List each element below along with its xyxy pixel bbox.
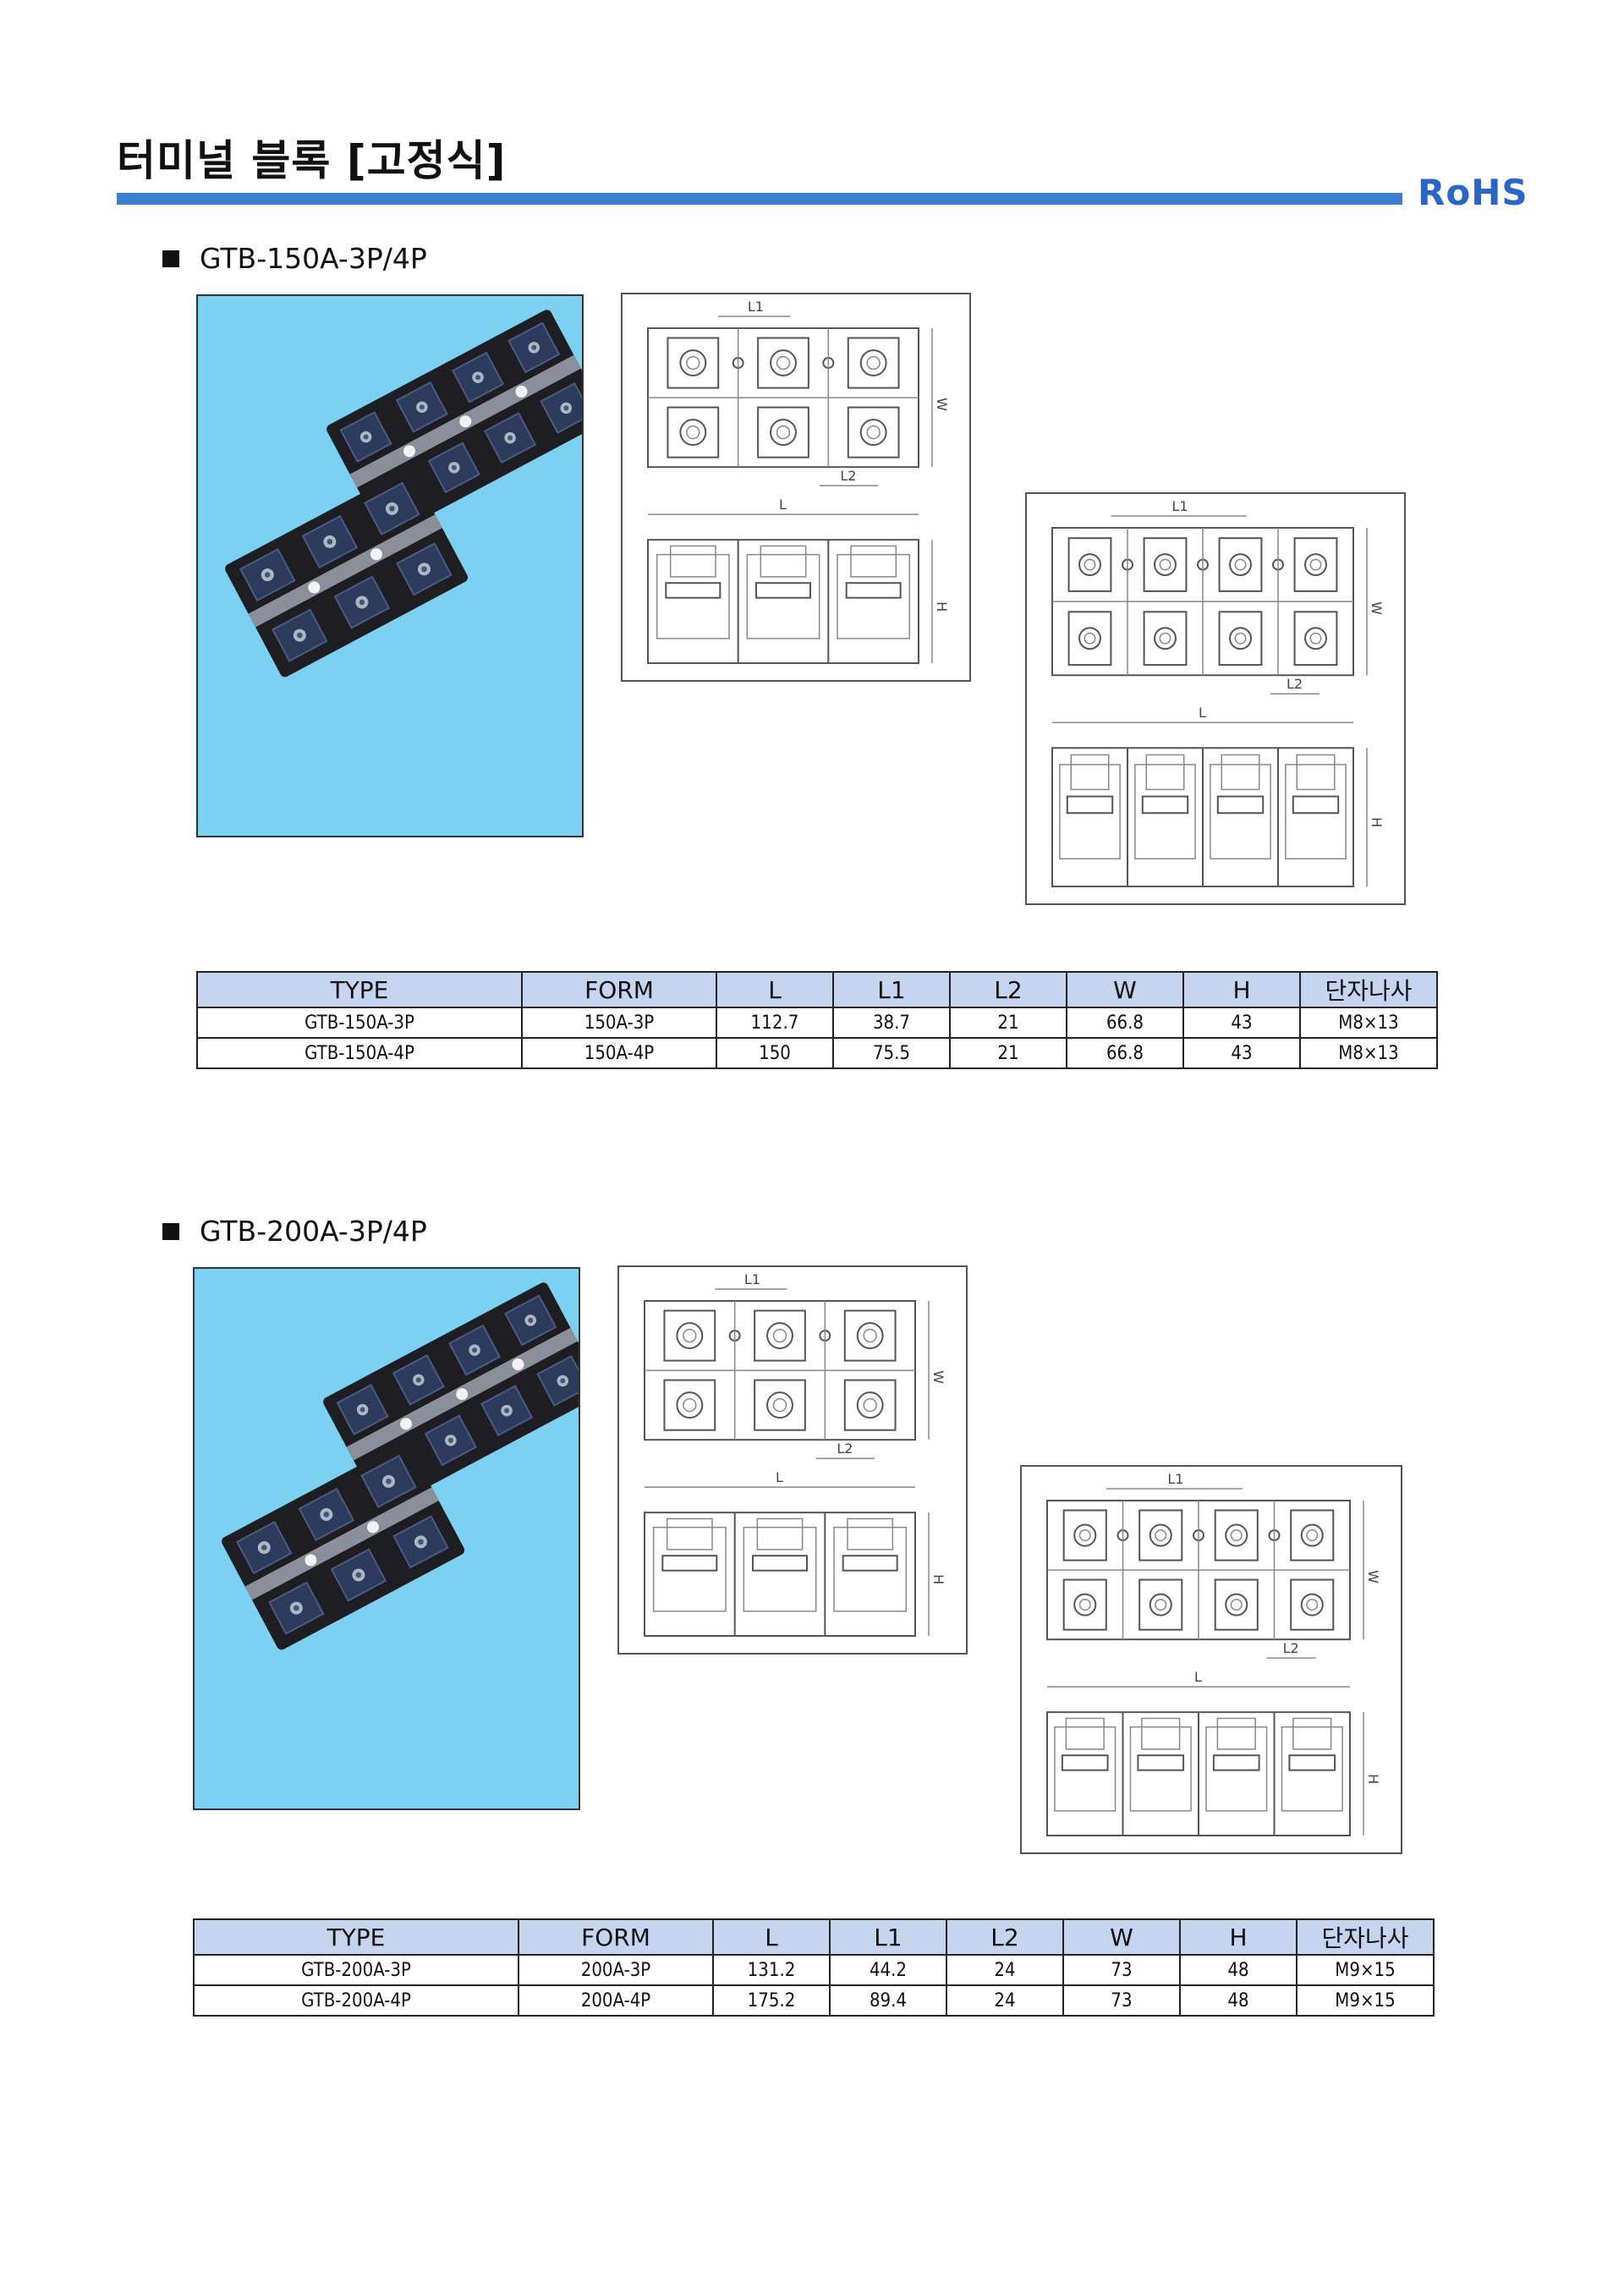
table-cell: GTB-150A-3P: [196, 1007, 523, 1039]
table-cell: M9×15: [1296, 1984, 1435, 2017]
section-heading-label: GTB-150A-3P/4P: [200, 242, 427, 275]
table-cell: GTB-200A-3P: [193, 1954, 519, 1986]
table-row: GTB-150A-4P 150A-4P 150 75.5 21 66.8 43 …: [196, 1037, 1438, 1069]
spec-table-150a: TYPE FORM L L1 L2 W H 단자나사 GTB-150A-3P 1…: [196, 971, 1438, 1069]
dimension-drawing: L1W L2L H: [647, 299, 950, 664]
section-heading-150a: GTB-150A-3P/4P: [162, 242, 427, 275]
table-header-row: TYPE FORM L L1 L2 W H 단자나사: [196, 971, 1438, 1008]
svg-text:H: H: [934, 601, 950, 612]
table-cell: 75.5: [832, 1037, 951, 1069]
column-header: L1: [829, 1918, 947, 1956]
table-cell: 131.2: [712, 1954, 831, 1986]
title-underline-bar: [117, 193, 1402, 205]
table-cell: 43: [1182, 1037, 1301, 1069]
table-cell: 21: [949, 1037, 1067, 1069]
column-header: L: [716, 971, 834, 1008]
svg-text:W: W: [1369, 601, 1385, 615]
column-header: W: [1066, 971, 1184, 1008]
column-header: FORM: [521, 971, 717, 1008]
column-header: 단자나사: [1299, 971, 1438, 1008]
svg-text:L2: L2: [840, 468, 856, 484]
svg-text:H: H: [930, 1574, 946, 1584]
dimension-drawing: L1W L2L H: [1046, 1471, 1381, 1836]
section-heading-200a: GTB-200A-3P/4P: [162, 1215, 427, 1248]
table-cell: 21: [949, 1007, 1067, 1039]
dimension-drawing: L1W L2L H: [644, 1271, 946, 1637]
table-cell: 24: [946, 1954, 1064, 1986]
table-cell: 38.7: [832, 1007, 951, 1039]
column-header: L2: [946, 1918, 1064, 1956]
svg-text:L: L: [1199, 705, 1206, 721]
svg-text:L1: L1: [744, 1271, 760, 1287]
page-title: 터미널 블록 [고정식]: [117, 136, 507, 185]
column-header: L2: [949, 971, 1067, 1008]
table-header-row: TYPE FORM L L1 L2 W H 단자나사: [193, 1918, 1435, 1956]
svg-text:L: L: [1194, 1669, 1202, 1685]
table-cell: 150A-4P: [521, 1037, 717, 1069]
table-cell: M9×15: [1296, 1954, 1435, 1986]
table-cell: GTB-200A-4P: [193, 1984, 519, 2017]
table-cell: 44.2: [829, 1954, 947, 1986]
table-cell: 48: [1179, 1984, 1298, 2017]
table-cell: 66.8: [1066, 1037, 1184, 1069]
terminal-block-photo: [222, 1282, 579, 1650]
svg-text:H: H: [1369, 817, 1385, 827]
column-header: W: [1062, 1918, 1181, 1956]
table-cell: 89.4: [829, 1984, 947, 2017]
table-row: GTB-150A-3P 150A-3P 112.7 38.7 21 66.8 4…: [196, 1007, 1438, 1039]
svg-text:L: L: [776, 1469, 783, 1485]
svg-text:L2: L2: [1287, 676, 1303, 692]
table-cell: 150A-3P: [521, 1007, 717, 1039]
svg-text:L2: L2: [1283, 1640, 1299, 1656]
table-cell: M8×13: [1299, 1037, 1438, 1069]
table-cell: 73: [1062, 1954, 1181, 1986]
table-cell: GTB-150A-4P: [196, 1037, 523, 1069]
column-header: TYPE: [196, 971, 523, 1008]
column-header: 단자나사: [1296, 1918, 1435, 1956]
column-header: H: [1179, 1918, 1298, 1956]
square-bullet-icon: [162, 250, 179, 267]
table-cell: 73: [1062, 1984, 1181, 2017]
product-photo-200a: [193, 1267, 580, 1810]
column-header: L1: [832, 971, 951, 1008]
dimension-drawing: L1W L2L H: [1051, 498, 1385, 887]
table-cell: 200A-3P: [518, 1954, 714, 1986]
svg-text:W: W: [1365, 1570, 1381, 1583]
svg-text:W: W: [934, 398, 950, 411]
terminal-block-photo: [225, 310, 582, 678]
table-row: GTB-200A-4P 200A-4P 175.2 89.4 24 73 48 …: [193, 1984, 1435, 2017]
column-header: FORM: [518, 1918, 714, 1956]
svg-text:L1: L1: [1172, 498, 1188, 514]
svg-text:L1: L1: [1167, 1471, 1183, 1487]
table-cell: 112.7: [716, 1007, 834, 1039]
rohs-badge: RoHS: [1418, 172, 1528, 213]
square-bullet-icon: [162, 1222, 179, 1240]
table-cell: M8×13: [1299, 1007, 1438, 1039]
table-cell: 43: [1182, 1007, 1301, 1039]
table-cell: 175.2: [712, 1984, 831, 2017]
product-photo-150a: [196, 294, 584, 837]
svg-text:L: L: [779, 497, 787, 513]
table-cell: 150: [716, 1037, 834, 1069]
table-row: GTB-200A-3P 200A-3P 131.2 44.2 24 73 48 …: [193, 1954, 1435, 1986]
svg-text:H: H: [1365, 1774, 1381, 1784]
section-heading-label: GTB-200A-3P/4P: [200, 1215, 427, 1248]
column-header: L: [712, 1918, 831, 1956]
table-cell: 66.8: [1066, 1007, 1184, 1039]
svg-text:L2: L2: [837, 1441, 853, 1457]
column-header: TYPE: [193, 1918, 519, 1956]
table-cell: 24: [946, 1984, 1064, 2017]
table-cell: 200A-4P: [518, 1984, 714, 2017]
table-cell: 48: [1179, 1954, 1298, 1986]
svg-text:L1: L1: [748, 299, 764, 315]
svg-text:W: W: [930, 1370, 946, 1384]
spec-table-200a: TYPE FORM L L1 L2 W H 단자나사 GTB-200A-3P 2…: [193, 1918, 1435, 2017]
column-header: H: [1182, 971, 1301, 1008]
